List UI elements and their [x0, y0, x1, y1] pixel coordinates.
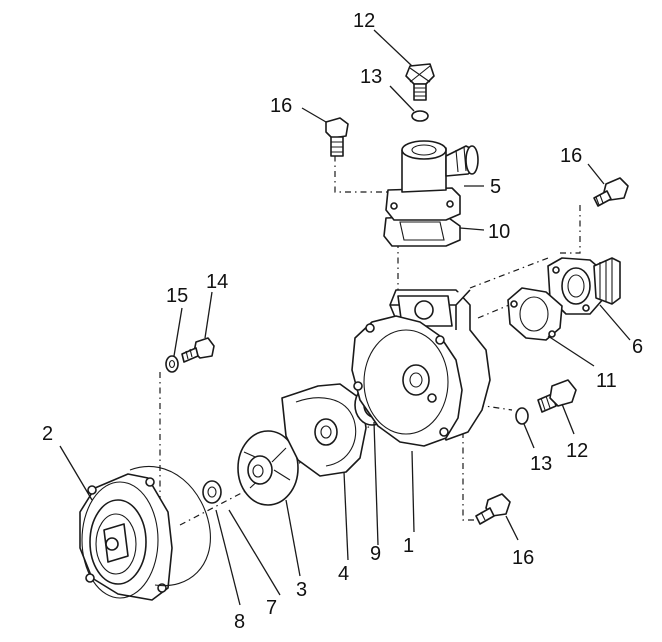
o-ring-top-part-13: [411, 110, 429, 122]
volute-casing-part-4: [281, 383, 367, 477]
callout-11: 11: [596, 370, 617, 392]
o-ring-right-part-13: [515, 407, 529, 425]
callout-12-right: 12: [566, 440, 588, 462]
callout-14: 14: [206, 271, 228, 293]
callout-12-top: 12: [353, 10, 375, 32]
callout-leader-lines: [59, 29, 631, 606]
callout-16-bottom: 16: [512, 547, 534, 569]
callout-1: 1: [403, 535, 414, 557]
bolt-top-part-16: [325, 117, 349, 157]
callout-4: 4: [338, 563, 349, 585]
callout-10: 10: [488, 221, 510, 243]
callout-16-right: 16: [560, 145, 582, 167]
washer-part-15: [165, 355, 179, 373]
impeller-part-3: [237, 430, 299, 506]
plug-top-part-12: [405, 63, 435, 101]
callout-15: 15: [166, 285, 188, 307]
suction-gasket-part-11: [507, 287, 563, 341]
callout-16-top: 16: [270, 95, 292, 117]
callout-8: 8: [234, 611, 245, 633]
callout-13-right: 13: [530, 453, 552, 475]
callout-6: 6: [632, 336, 643, 358]
pump-cover-part-2: [79, 473, 173, 601]
bolt-right-part-16: [593, 177, 629, 207]
drain-plug-right-part-12: [537, 379, 577, 413]
discharge-elbow-part-5: [385, 140, 479, 221]
callout-labels: 1 2 3 4 5 6 7 8 9 10 11 12 12 13 13 14 1…: [42, 10, 643, 633]
bolt-part-14: [181, 337, 215, 363]
impeller-nut-part-7: [202, 480, 222, 504]
callout-7: 7: [266, 597, 277, 619]
callout-9: 9: [370, 543, 381, 565]
pump-body-part-1: [351, 289, 491, 447]
callout-5: 5: [490, 176, 501, 198]
suction-flange-part-6: [547, 257, 621, 315]
callout-13-top: 13: [360, 66, 382, 88]
bolt-bottom-part-16: [475, 493, 511, 525]
callout-2: 2: [42, 423, 53, 445]
callout-3: 3: [296, 579, 307, 601]
cover-gasket-part-8: [129, 465, 211, 587]
